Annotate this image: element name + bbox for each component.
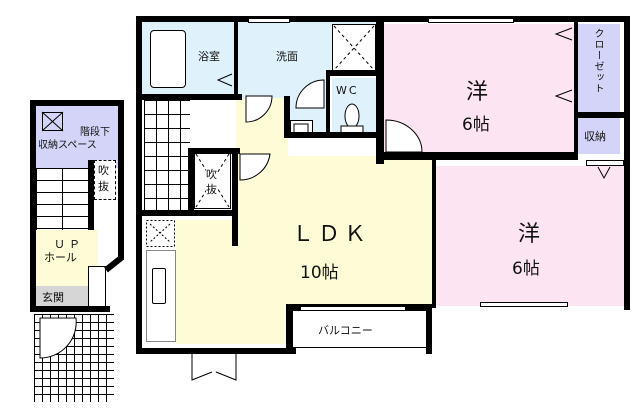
western-room-1 (384, 24, 574, 152)
wall (30, 100, 124, 106)
wall (136, 16, 142, 354)
wall (624, 16, 630, 310)
ldk-label: ＬＤＫ (292, 222, 371, 247)
window (248, 18, 290, 23)
wall (426, 304, 432, 354)
ldk-size: 10帖 (300, 263, 339, 283)
stair-upper (144, 100, 190, 210)
wall (432, 158, 436, 308)
bath-door-mark (216, 73, 233, 87)
window (300, 306, 406, 311)
wall (188, 148, 194, 210)
wall (136, 16, 630, 22)
western-room-2-size: 6帖 (512, 259, 540, 279)
wall (574, 112, 630, 118)
wc-label: WC (336, 84, 359, 97)
western-room-1-size: 6帖 (462, 115, 490, 135)
kitchen-counter (146, 250, 176, 342)
balcony-label: バルコニー (318, 324, 373, 337)
under-stair-label: 階段下 (80, 127, 110, 138)
wall (234, 22, 238, 100)
exit-door (191, 354, 237, 381)
wall (136, 348, 296, 354)
wall (232, 148, 238, 246)
bathtub (150, 30, 186, 88)
toilet-icon (340, 103, 364, 135)
closet (578, 24, 620, 112)
wall (88, 160, 94, 230)
stair-lower (36, 168, 88, 230)
void-label-lower-bottom: 抜 (98, 180, 109, 193)
storage (578, 118, 620, 154)
wall (142, 94, 242, 100)
wall (118, 100, 124, 260)
window (586, 160, 624, 166)
entrance-door-swing (39, 317, 77, 359)
wall (142, 210, 236, 216)
storage-x-icon (41, 111, 64, 132)
void-label-lower-top: 吹 (98, 164, 109, 177)
wall-diagonal (104, 254, 124, 273)
door-swing-hall (245, 95, 273, 123)
wall (30, 306, 110, 312)
bath-label: 浴室 (198, 50, 220, 63)
storage-label: 収納 (584, 130, 606, 143)
entrance-label: 玄関 (42, 291, 64, 304)
window (428, 18, 514, 23)
wall (326, 70, 330, 136)
void-label-upper-bottom: 抜 (206, 181, 217, 197)
door-swing-washroom (295, 79, 325, 109)
wall (574, 22, 578, 160)
western-room-2 (432, 166, 624, 306)
wall (286, 304, 292, 354)
up-hall-label: ＵＰ (54, 238, 84, 251)
western-room-1-label: 洋 (466, 80, 489, 105)
wall (30, 100, 36, 312)
washroom-label: 洗面 (276, 50, 298, 63)
wall (190, 148, 240, 154)
western-room-2-label: 洋 (518, 222, 541, 247)
wall (376, 22, 384, 164)
entrance (36, 286, 92, 308)
fridge-x-icon (146, 220, 175, 247)
wall (284, 96, 290, 138)
window (480, 302, 568, 307)
void-label-upper-top: 吹 (206, 166, 217, 182)
storage-door-mark (597, 166, 611, 180)
under-stair-storage (36, 106, 118, 168)
wall (326, 70, 378, 76)
door-swing-ldk (239, 153, 271, 181)
up-hall (36, 230, 98, 286)
up-hall-label-2: ホール (44, 251, 77, 264)
wall (286, 132, 378, 138)
stove-icon (152, 268, 166, 304)
door-swing-room1 (385, 119, 423, 153)
under-stair-label-2: 収納スペース (38, 140, 97, 151)
void-lower (94, 160, 116, 200)
wall (376, 152, 576, 160)
linen-x-icon (332, 24, 376, 72)
closet-door-mark (554, 27, 573, 103)
closet-label: クローゼット (592, 28, 603, 94)
